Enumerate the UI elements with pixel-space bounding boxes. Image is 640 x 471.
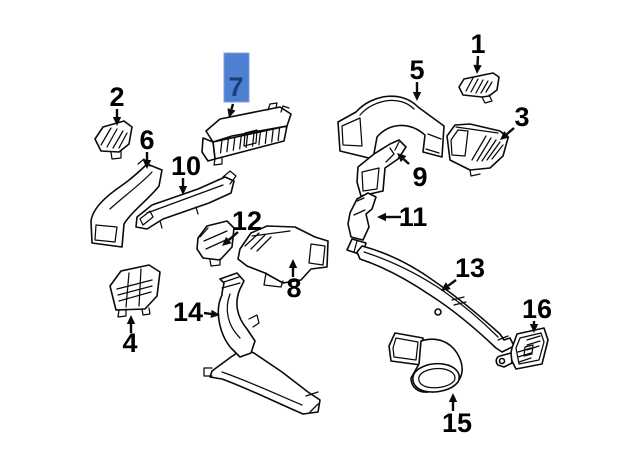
callout-arrowhead-16 bbox=[529, 324, 539, 333]
part-label-10[interactable]: 10 bbox=[171, 151, 201, 181]
callout-arrowhead-8 bbox=[288, 259, 298, 268]
callout-arrowhead-13 bbox=[441, 282, 451, 291]
part-label-16[interactable]: 16 bbox=[522, 294, 552, 324]
callout-arrowhead-12 bbox=[222, 236, 232, 246]
part-drawing-3 bbox=[446, 123, 509, 177]
part-drawing-4 bbox=[109, 264, 161, 318]
part-label-12[interactable]: 12 bbox=[232, 206, 262, 236]
callout-arrowhead-14 bbox=[210, 309, 220, 319]
callout-arrowhead-2 bbox=[112, 117, 122, 126]
callout-arrowhead-7 bbox=[227, 108, 236, 118]
part-label-6[interactable]: 6 bbox=[139, 125, 154, 155]
part-drawing-15 bbox=[388, 332, 463, 393]
highlight-box-7[interactable] bbox=[223, 52, 250, 103]
callout-9[interactable]: 9 bbox=[397, 153, 428, 192]
part-drawing-1 bbox=[458, 72, 500, 104]
callout-arrowhead-4 bbox=[126, 315, 136, 324]
callout-arrowhead-1 bbox=[473, 64, 482, 74]
part-label-7[interactable]: 7 bbox=[228, 72, 243, 102]
callout-8[interactable]: 8 bbox=[286, 259, 302, 303]
part-drawing-11 bbox=[347, 192, 377, 241]
part-label-8[interactable]: 8 bbox=[286, 273, 301, 303]
callout-15[interactable]: 15 bbox=[442, 393, 472, 438]
callout-arrow-12 bbox=[227, 231, 239, 241]
callout-7[interactable]: 7 bbox=[223, 52, 250, 118]
callout-arrow-1 bbox=[476, 55, 480, 66]
part-drawing-6 bbox=[90, 158, 163, 248]
part-drawing-14 bbox=[203, 272, 321, 415]
part-drawing-13 bbox=[346, 238, 515, 353]
part-label-9[interactable]: 9 bbox=[412, 162, 427, 192]
part-drawing-8 bbox=[237, 225, 329, 288]
callout-12[interactable]: 12 bbox=[222, 206, 262, 246]
part-label-4[interactable]: 4 bbox=[122, 328, 137, 358]
callout-3[interactable]: 3 bbox=[500, 102, 530, 140]
callout-arrow-3 bbox=[506, 127, 515, 136]
callout-arrow-13 bbox=[447, 279, 457, 287]
callout-16[interactable]: 16 bbox=[522, 294, 552, 333]
callout-14[interactable]: 14 bbox=[173, 297, 220, 327]
part-drawing-12 bbox=[196, 220, 235, 267]
part-drawing-9 bbox=[356, 139, 407, 197]
callout-arrow-7 bbox=[230, 103, 235, 110]
callout-10[interactable]: 10 bbox=[171, 151, 201, 195]
callout-arrow-14 bbox=[203, 311, 212, 316]
part-label-3[interactable]: 3 bbox=[514, 102, 529, 132]
callout-arrowhead-10 bbox=[178, 186, 188, 195]
callout-13[interactable]: 13 bbox=[441, 253, 485, 291]
part-label-2[interactable]: 2 bbox=[109, 82, 124, 112]
part-label-1[interactable]: 1 bbox=[470, 29, 485, 59]
part-drawing-10 bbox=[135, 170, 237, 230]
callout-arrowhead-9 bbox=[397, 153, 407, 163]
callout-1[interactable]: 1 bbox=[470, 29, 486, 74]
part-label-13[interactable]: 13 bbox=[455, 253, 485, 283]
part-label-11[interactable]: 11 bbox=[399, 202, 428, 232]
part-label-15[interactable]: 15 bbox=[442, 408, 472, 438]
callout-arrowhead-6 bbox=[142, 160, 152, 169]
callout-11[interactable]: 11 bbox=[377, 202, 427, 232]
callout-2[interactable]: 2 bbox=[109, 82, 125, 126]
callout-arrowhead-3 bbox=[500, 130, 510, 140]
callout-arrowhead-5 bbox=[412, 92, 422, 101]
part-drawing-16 bbox=[495, 327, 549, 370]
part-label-5[interactable]: 5 bbox=[409, 55, 424, 85]
part-label-14[interactable]: 14 bbox=[173, 297, 203, 327]
part-drawing-2 bbox=[94, 120, 133, 160]
callout-5[interactable]: 5 bbox=[409, 55, 425, 101]
callout-6[interactable]: 6 bbox=[139, 125, 155, 169]
callout-arrowhead-15 bbox=[448, 393, 458, 402]
callout-arrow-9 bbox=[402, 158, 410, 165]
part-drawing-5 bbox=[337, 95, 445, 160]
part-drawing-7 bbox=[201, 102, 292, 166]
callout-arrowhead-11 bbox=[377, 212, 386, 222]
callout-4[interactable]: 4 bbox=[122, 315, 138, 358]
